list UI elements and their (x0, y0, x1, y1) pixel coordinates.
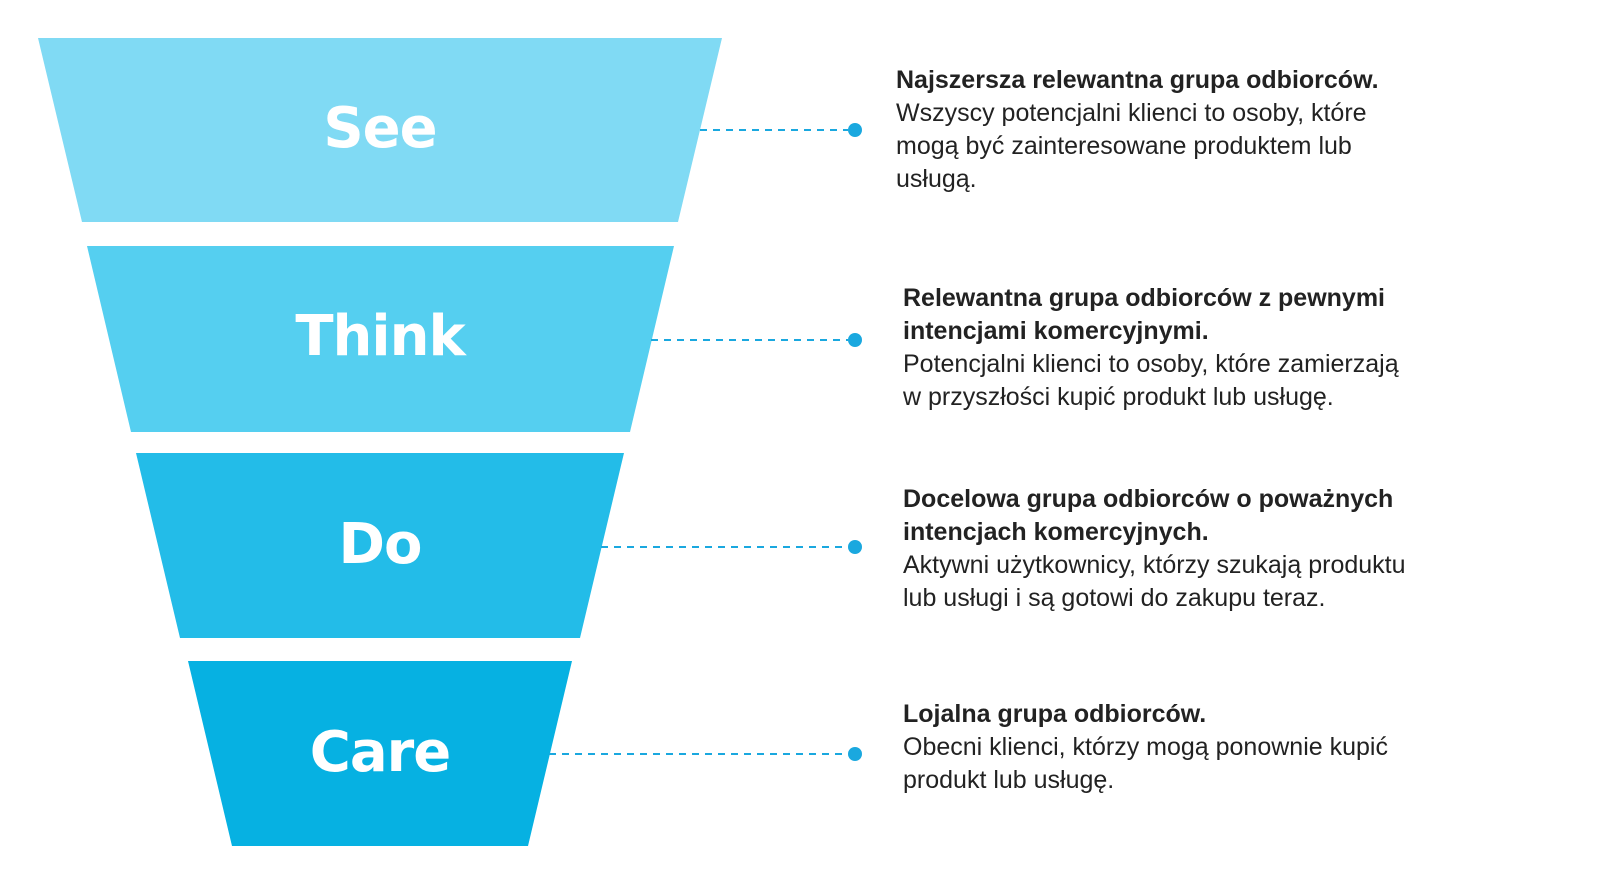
stage-see-dot (848, 123, 862, 137)
stage-think-body: Potencjalni klienci to osoby, które zami… (903, 350, 1399, 411)
stage-think-description: Relewantna grupa odbiorców z pewnymi int… (903, 282, 1543, 414)
stage-see-body: Wszyscy potencjalni klienci to osoby, kt… (896, 99, 1367, 193)
stage-think-shape (87, 246, 674, 432)
stage-think-dot (848, 333, 862, 347)
stage-see-label: See (323, 96, 436, 161)
stage-care-shape (188, 661, 572, 846)
stage-see-shape (38, 38, 722, 222)
stage-see-headline: Najszersza relewantna grupa odbiorców. (896, 66, 1379, 94)
stage-see-description: Najszersza relewantna grupa odbiorców. W… (896, 64, 1536, 196)
stage-do-shape (136, 453, 624, 638)
stage-care-description: Lojalna grupa odbiorców. Obecni klienci,… (903, 698, 1543, 797)
stage-think-headline: Relewantna grupa odbiorców z pewnymi int… (903, 284, 1386, 345)
stage-care-body: Obecni klienci, którzy mogą ponownie kup… (903, 733, 1388, 794)
stage-care-label: Care (310, 720, 450, 785)
stage-care-dot (848, 747, 862, 761)
stage-do-dot (848, 540, 862, 554)
stage-do-description: Docelowa grupa odbiorców o poważnych int… (903, 483, 1553, 615)
stage-care-headline: Lojalna grupa odbiorców. (903, 700, 1207, 728)
stage-think-label: Think (295, 304, 467, 369)
stage-do-body: Aktywni użytkownicy, którzy szukają prod… (903, 551, 1406, 612)
stage-do-label: Do (339, 512, 422, 577)
stage-do-headline: Docelowa grupa odbiorców o poważnych int… (903, 485, 1394, 546)
